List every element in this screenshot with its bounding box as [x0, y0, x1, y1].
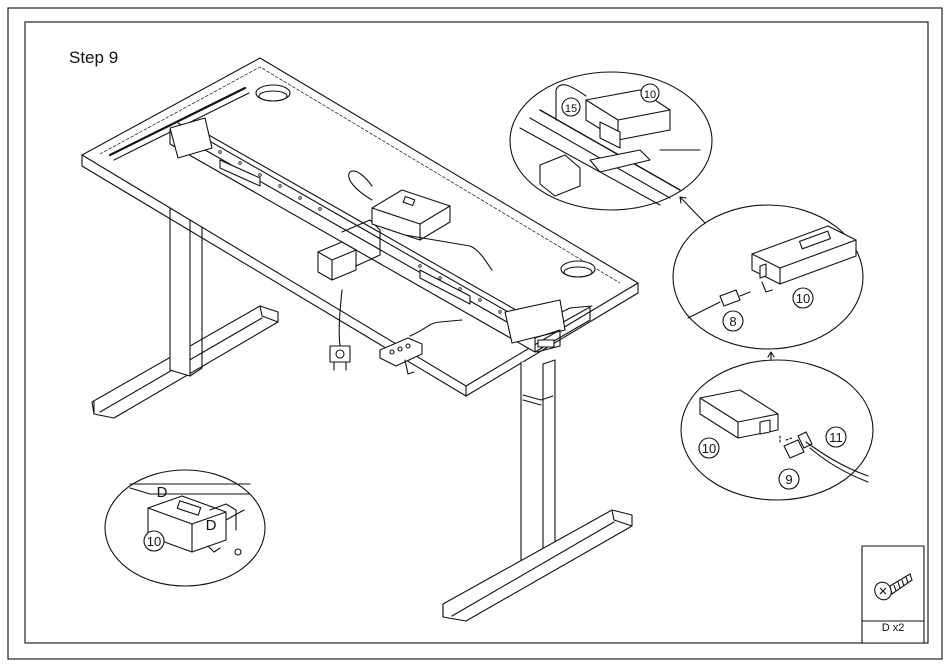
- callout-10-left: 10: [147, 534, 161, 549]
- callout-8: 8: [729, 314, 736, 329]
- right-leg: [521, 360, 555, 566]
- detail-cable-9-11-connection: [681, 360, 873, 500]
- arrow-line-top: [680, 197, 706, 224]
- callout-10-bottom: 10: [702, 441, 716, 456]
- callout-15: 15: [565, 103, 577, 115]
- hardware-caption: D x2: [862, 622, 924, 634]
- detail-power-supply-mount: [510, 72, 712, 210]
- callout-10-top: 10: [644, 89, 656, 101]
- step-title: Step 9: [69, 48, 118, 68]
- detail-cable-8-connection: [673, 205, 863, 349]
- screw-letter-d-1: D: [157, 484, 168, 501]
- callout-10-mid: 10: [796, 291, 810, 306]
- callout-11: 11: [829, 430, 843, 445]
- callout-9: 9: [785, 472, 792, 487]
- screw-letter-d-2: D: [206, 517, 217, 534]
- detail-screw-d-mount: [105, 470, 265, 586]
